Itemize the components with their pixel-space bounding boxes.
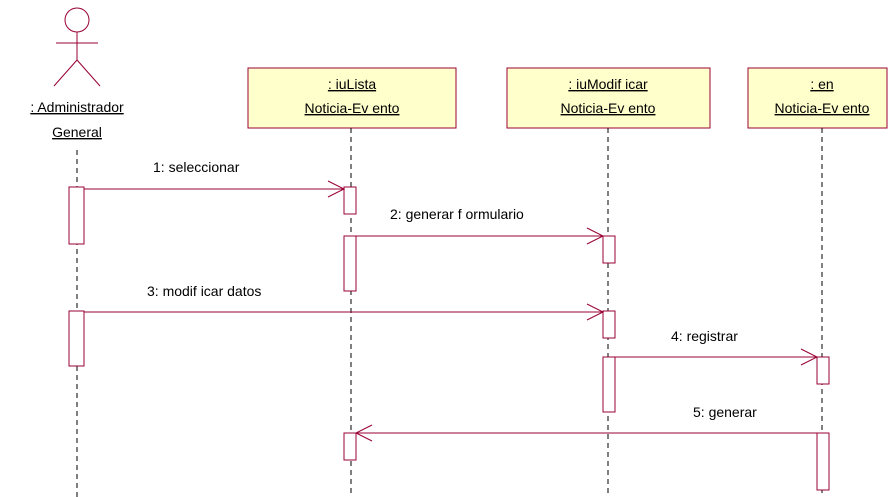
message-arrow-4	[615, 348, 819, 366]
activation-bar	[343, 235, 357, 292]
object-box-en[interactable]: : en Noticia-Ev ento	[747, 67, 888, 129]
actor-name-line1: : Administrador	[30, 99, 124, 115]
object-box-iulista[interactable]: : iuLista Noticia-Ev ento	[247, 67, 457, 129]
object-iumodificar-line2: Noticia-Ev ento	[561, 100, 656, 116]
message-label-1: 1: seleccionar	[153, 159, 240, 175]
activation-bar	[602, 235, 616, 264]
activation-bar	[68, 310, 85, 367]
message-label-4: 4: registrar	[671, 328, 738, 344]
actor-icon	[53, 7, 101, 87]
activation-bar	[343, 186, 357, 215]
message-label-5: 5: generar	[693, 404, 757, 420]
object-box-iumodificar[interactable]: : iuModif icar Noticia-Ev ento	[506, 67, 711, 129]
activation-bar	[602, 356, 616, 413]
activation-bar	[816, 356, 830, 385]
activation-bar	[343, 432, 357, 461]
object-iulista-line2: Noticia-Ev ento	[305, 100, 400, 116]
actor-name-line2: General	[52, 124, 102, 140]
object-en-line1: : en	[810, 76, 833, 92]
activation-bar	[68, 186, 85, 245]
object-iumodificar-line1: : iuModif icar	[568, 76, 648, 92]
activation-bar	[816, 432, 830, 491]
object-iulista-line1: : iuLista	[328, 76, 376, 92]
object-en-line2: Noticia-Ev ento	[775, 100, 870, 116]
message-arrow-2	[356, 227, 605, 245]
message-label-3: 3: modif icar datos	[147, 283, 261, 299]
activation-bar	[602, 310, 616, 339]
message-label-2: 2: generar f ormulario	[390, 206, 524, 222]
message-arrow-3	[84, 303, 605, 321]
message-arrow-1	[84, 180, 346, 198]
message-arrow-5	[354, 424, 817, 442]
